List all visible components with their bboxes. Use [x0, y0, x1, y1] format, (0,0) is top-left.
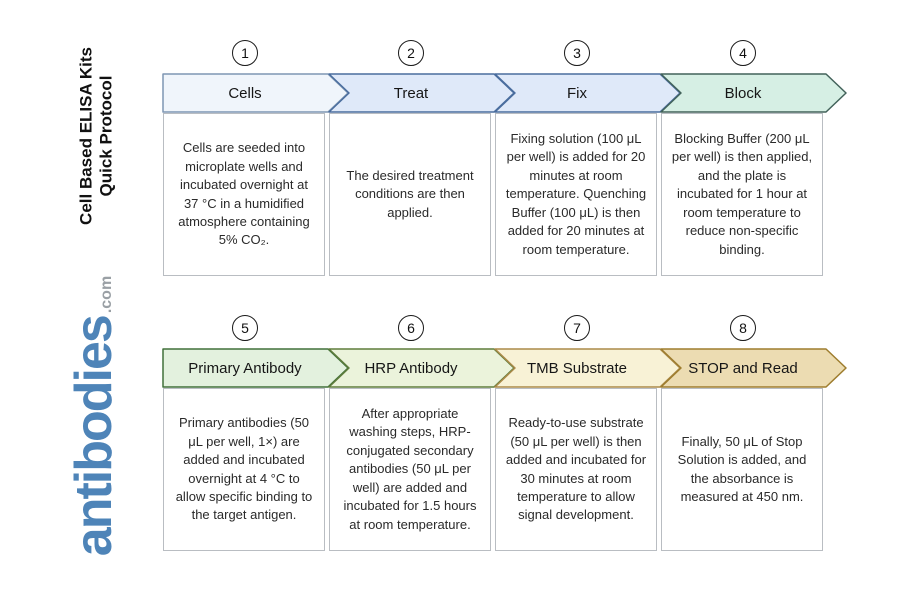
step-label: Treat [393, 84, 429, 102]
figure-title-line2: Quick Protocol [97, 75, 116, 197]
step-description: Cells are seeded into microplate wells a… [178, 140, 310, 248]
step-cells: 1 Cells Cells are seeded into microplate… [162, 39, 350, 279]
step-arrow-shape [494, 73, 681, 113]
step-number-badge: 8 [730, 315, 756, 341]
step-description: Finally, 50 μL of Stop Solution is added… [677, 433, 807, 504]
antibodies-logo: antibodies .com [64, 276, 124, 556]
step-description-box: The desired treatment conditions are the… [329, 113, 491, 276]
step-arrow-shape [660, 73, 847, 113]
step-stop-and-read: 8 STOP and Read Finally, 50 μL of Stop S… [660, 314, 848, 554]
step-description: Blocking Buffer (200 μL per well) is the… [671, 130, 813, 257]
step-description-box: Finally, 50 μL of Stop Solution is added… [661, 388, 823, 551]
step-description: Ready-to-use substrate (50 μL per well) … [505, 415, 647, 523]
step-description-box: After appropriate washing steps, HRP-con… [329, 388, 491, 551]
step-description-box: Blocking Buffer (200 μL per well) is the… [661, 113, 823, 276]
step-description: After appropriate washing steps, HRP-con… [343, 405, 477, 532]
figure-title-line1: Cell Based ELISA Kits [76, 47, 96, 225]
step-label: TMB Substrate [526, 359, 628, 377]
arrow-polygon [328, 73, 515, 113]
protocol-row-2: 5 Primary Antibody Primary antibodies (5… [162, 314, 862, 554]
step-treat: 2 Treat The desired treatment conditions… [328, 39, 516, 279]
step-label: Cells [228, 84, 262, 102]
step-number-badge: 2 [398, 40, 424, 66]
arrow-polygon [328, 348, 515, 388]
step-arrow-shape [660, 348, 847, 388]
step-number-wrap: 4 [660, 39, 826, 67]
step-description: Fixing solution (100 μL per well) is add… [505, 130, 647, 257]
step-fix: 3 Fix Fixing solution (100 μL per well) … [494, 39, 682, 279]
step-number-badge: 1 [232, 40, 258, 66]
arrow-polygon [660, 348, 847, 388]
step-label: STOP and Read [688, 359, 798, 377]
step-block: 4 Block Blocking Buffer (200 μL per well… [660, 39, 848, 279]
step-number-wrap: 8 [660, 314, 826, 342]
step-number-badge: 3 [564, 40, 590, 66]
step-number-wrap: 7 [494, 314, 660, 342]
step-number-badge: 5 [232, 315, 258, 341]
arrow-polygon [494, 348, 681, 388]
logo-domain-suffix: .com [98, 275, 115, 314]
logo-wordmark: antibodies [65, 316, 123, 557]
step-description-box: Cells are seeded into microplate wells a… [163, 113, 325, 276]
step-number-badge: 4 [730, 40, 756, 66]
step-description-box: Primary antibodies (50 μL per well, 1×) … [163, 388, 325, 551]
step-hrp-antibody: 6 HRP Antibody After appropriate washing… [328, 314, 516, 554]
step-number-badge: 7 [564, 315, 590, 341]
step-description-box: Fixing solution (100 μL per well) is add… [495, 113, 657, 276]
step-number-wrap: 1 [162, 39, 328, 67]
step-label: Fix [567, 84, 587, 102]
step-tmb-substrate: 7 TMB Substrate Ready-to-use substrate (… [494, 314, 682, 554]
step-arrow-shape [328, 348, 515, 388]
protocol-row-1: 1 Cells Cells are seeded into microplate… [162, 39, 862, 279]
step-number-wrap: 6 [328, 314, 494, 342]
step-number-wrap: 5 [162, 314, 328, 342]
step-arrow-shape [494, 348, 681, 388]
step-primary-antibody: 5 Primary Antibody Primary antibodies (5… [162, 314, 350, 554]
step-label: HRP Antibody [364, 359, 458, 377]
arrow-polygon [660, 73, 847, 113]
step-label: Block [724, 84, 762, 102]
figure-title: Cell Based ELISA Kits Quick Protocol [77, 47, 118, 225]
step-description: Primary antibodies (50 μL per well, 1×) … [175, 415, 313, 523]
step-number-wrap: 2 [328, 39, 494, 67]
arrow-polygon [494, 73, 681, 113]
step-description: The desired treatment conditions are the… [346, 167, 474, 220]
step-arrow-shape [328, 73, 515, 113]
step-description-box: Ready-to-use substrate (50 μL per well) … [495, 388, 657, 551]
step-number-badge: 6 [398, 315, 424, 341]
step-label: Primary Antibody [188, 359, 302, 377]
step-number-wrap: 3 [494, 39, 660, 67]
